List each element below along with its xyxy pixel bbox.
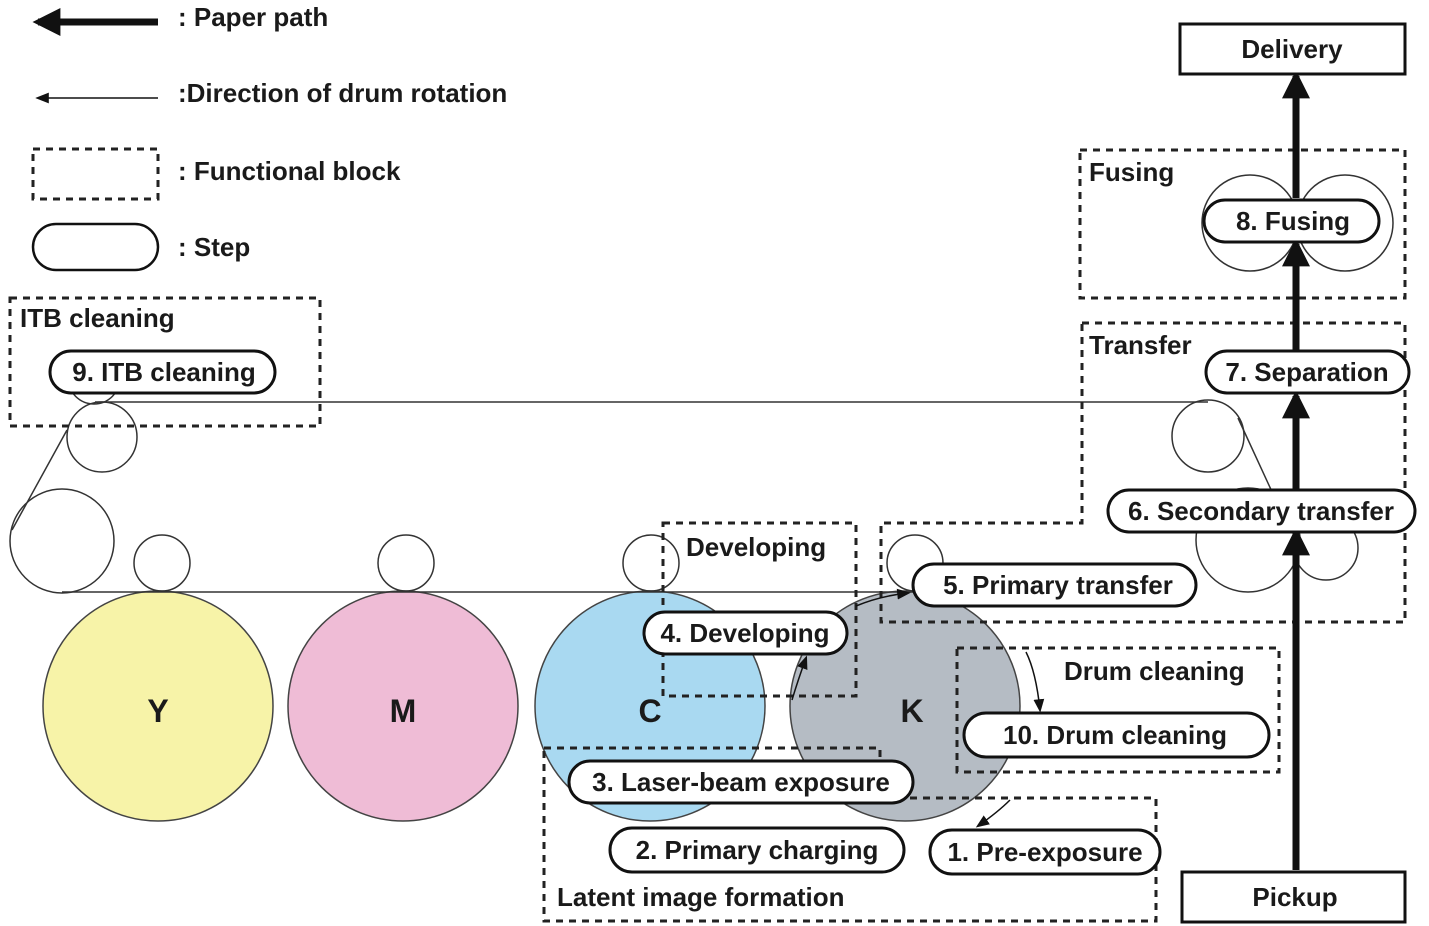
block-label-drum-cleaning: Drum cleaning <box>1064 656 1245 686</box>
step-3-pill <box>567 759 915 805</box>
step-8-label: 8. Fusing <box>1236 206 1350 236</box>
step-2-label: 2. Primary charging <box>636 835 879 865</box>
belt-drive-roller-left <box>9 488 115 594</box>
block-label-itb-cleaning: ITB cleaning <box>20 303 175 333</box>
functional-block-legend-swatch <box>31 147 160 201</box>
rotation-arrow-developing <box>791 655 808 701</box>
block-transfer <box>879 321 1407 624</box>
block-itb-cleaning <box>8 296 322 428</box>
drum-label-y: Y <box>147 693 168 729</box>
drum-label-m: M <box>390 693 417 729</box>
step-3-label: 3. Laser-beam exposure <box>592 767 890 797</box>
step-8-pill <box>1202 198 1381 244</box>
belt-left-edge <box>11 429 68 531</box>
pickup-label: Pickup <box>1252 882 1337 912</box>
step-7-pill <box>1204 349 1411 395</box>
step-2-pill <box>608 826 906 874</box>
block-fusing <box>1078 148 1407 300</box>
legend-step: : Step <box>178 232 250 262</box>
legend-drum-rotation: :Direction of drum rotation <box>178 78 507 108</box>
step-4-label: 4. Developing <box>660 618 829 648</box>
step-legend-swatch <box>31 222 160 272</box>
pickup-box <box>1180 870 1407 924</box>
block-label-developing: Developing <box>686 532 826 562</box>
steps: 1. Pre-exposure 2. Primary charging 3. L… <box>48 198 1417 876</box>
rotation-arrow-primary-transfer <box>855 588 911 607</box>
step-4-pill <box>642 610 849 656</box>
block-label-fusing: Fusing <box>1089 157 1174 187</box>
block-latent-image-formation <box>542 746 1158 923</box>
rotation-arrow-pre-exposure <box>975 799 1011 828</box>
primary-roller-c <box>622 534 680 592</box>
block-developing <box>661 521 858 698</box>
step-9-pill <box>48 349 277 395</box>
drum-label-c: C <box>638 693 661 729</box>
block-drum-cleaning <box>955 646 1281 774</box>
block-label-latent-image-formation: Latent image formation <box>557 882 844 912</box>
step-10-pill <box>962 711 1271 759</box>
step-1-pill <box>928 828 1162 876</box>
step-10-label: 10. Drum cleaning <box>1003 720 1227 750</box>
legend-functional-block: : Functional block <box>178 156 401 186</box>
drum-label-k: K <box>900 693 923 729</box>
step-7-label: 7. Separation <box>1225 357 1388 387</box>
functional-blocks: ITB cleaning Developing Fusing Transfer … <box>8 148 1407 923</box>
rotation-arrows <box>791 588 1045 828</box>
itb-cleaning-roller <box>66 401 138 473</box>
delivery-label: Delivery <box>1241 34 1343 64</box>
legend: : Paper path :Direction of drum rotation… <box>31 2 507 272</box>
step-1-label: 1. Pre-exposure <box>947 837 1142 867</box>
legend-paper-path: : Paper path <box>178 2 328 32</box>
step-5-label: 5. Primary transfer <box>943 570 1173 600</box>
paper-boxes: Delivery Pickup <box>1178 22 1407 924</box>
delivery-box <box>1178 22 1407 76</box>
step-5-pill <box>911 562 1198 608</box>
block-label-transfer: Transfer <box>1089 330 1192 360</box>
rotation-arrow-drum-cleaning <box>1025 651 1045 713</box>
step-9-label: 9. ITB cleaning <box>72 357 256 387</box>
belt-tension-roller-right <box>1171 399 1245 473</box>
primary-roller-m <box>377 534 435 592</box>
step-6-pill <box>1106 488 1417 534</box>
step-6-label: 6. Secondary transfer <box>1128 496 1394 526</box>
primary-roller-y <box>133 534 191 592</box>
